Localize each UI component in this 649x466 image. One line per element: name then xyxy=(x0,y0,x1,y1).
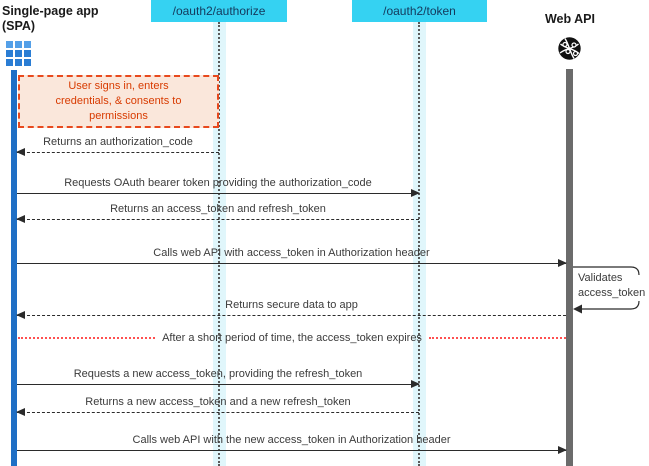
message-arrow xyxy=(17,380,420,388)
message-arrow xyxy=(17,259,567,267)
validates-access-token-label: Validates access_token xyxy=(578,272,646,299)
message-label: Calls web API with access_token in Autho… xyxy=(153,247,430,259)
message-label: Calls web API with the new access_token … xyxy=(132,434,451,446)
message-arrow xyxy=(16,408,419,416)
app-grid-icon xyxy=(6,41,31,66)
message-label: Returns a new access_token and a new ref… xyxy=(85,396,351,408)
message-label: Returns secure data to app xyxy=(225,299,358,311)
msg-validates-access-token-loop xyxy=(573,266,640,314)
globe-network-icon xyxy=(558,37,581,60)
message-label: Returns an access_token and refresh_toke… xyxy=(110,203,326,215)
message-arrow xyxy=(16,311,566,319)
authorize-lifeline xyxy=(213,22,226,466)
msg-requests-bearer-token: Requests OAuth bearer token providing th… xyxy=(17,177,420,197)
webapi-activation-bar xyxy=(566,69,573,466)
user-sign-in-note: User signs in, enters credentials, & con… xyxy=(18,75,219,128)
msg-calls-webapi: Calls web API with access_token in Autho… xyxy=(17,247,567,267)
msg-calls-webapi-new-token: Calls web API with the new access_token … xyxy=(17,434,567,454)
message-label: Returns an authorization_code xyxy=(43,136,193,148)
token-expiry-divider: After a short period of time, the access… xyxy=(18,332,566,344)
message-arrow xyxy=(17,189,420,197)
msg-requests-new-access-token: Requests a new access_token, providing t… xyxy=(17,368,420,388)
webapi-actor-title: Web API xyxy=(544,12,595,26)
spa-activation-bar xyxy=(11,70,17,466)
token-expiry-label: After a short period of time, the access… xyxy=(162,332,422,344)
spa-actor-title: Single-page app (SPA) xyxy=(2,4,99,33)
message-label: Requests a new access_token, providing t… xyxy=(73,368,363,380)
token-lifeline xyxy=(413,22,426,466)
message-arrow xyxy=(17,446,567,454)
msg-returns-new-tokens: Returns a new access_token and a new ref… xyxy=(16,396,419,416)
message-arrow xyxy=(16,215,419,223)
token-endpoint-box: /oauth2/token xyxy=(352,0,487,22)
msg-returns-secure-data: Returns secure data to app xyxy=(16,299,566,319)
message-label: Requests OAuth bearer token providing th… xyxy=(64,177,372,189)
msg-returns-authorization-code: Returns an authorization_code xyxy=(16,136,219,156)
authorize-endpoint-box: /oauth2/authorize xyxy=(151,0,287,22)
msg-returns-access-token: Returns an access_token and refresh_toke… xyxy=(16,203,419,223)
message-arrow xyxy=(16,148,219,156)
